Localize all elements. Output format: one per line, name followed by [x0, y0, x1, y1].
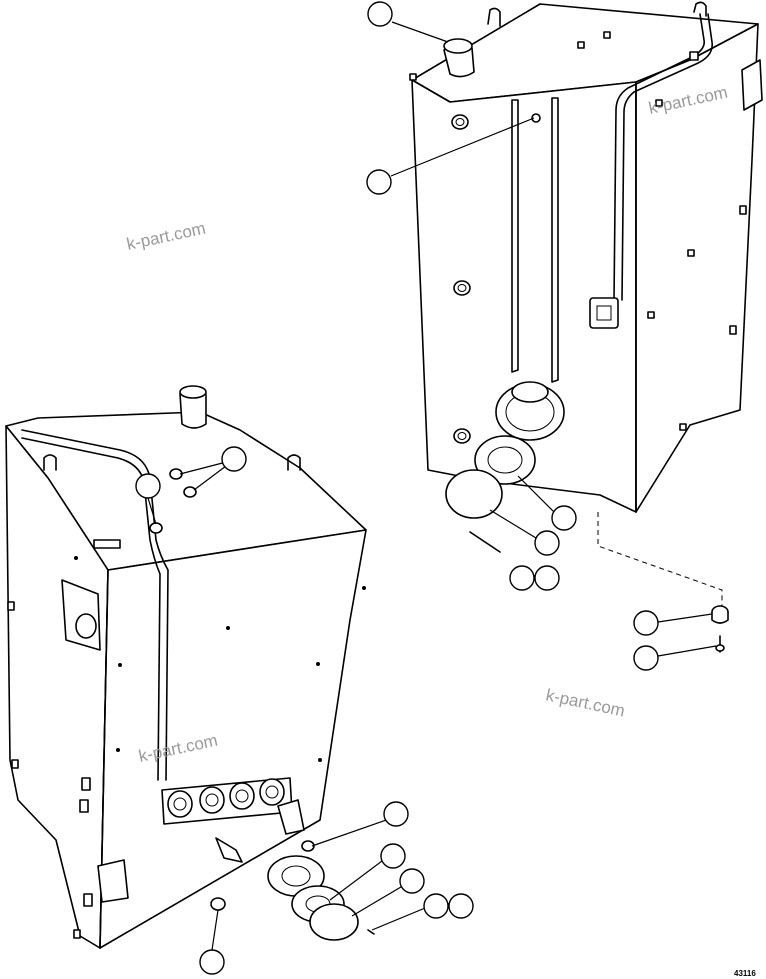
callout-16 [199, 949, 225, 975]
callout-13 [399, 868, 425, 894]
callout-1 [367, 1, 393, 27]
callout-leaders [147, 21, 717, 951]
upper-tank [409, 1, 763, 653]
callout-15 [448, 893, 474, 919]
watermark-3: k-part.com [544, 685, 626, 720]
callout-2 [366, 169, 392, 195]
callout-10 [135, 473, 161, 499]
callout-7 [633, 610, 659, 636]
callout-6 [534, 565, 560, 591]
callout-5 [509, 565, 535, 591]
watermark-2: k-part.com [125, 219, 207, 254]
callout-9 [221, 446, 247, 472]
callout-12 [380, 843, 406, 869]
drawing-number: 43116 [734, 969, 756, 978]
callout-bubbles [135, 1, 659, 975]
lower-tank [5, 385, 375, 949]
callout-11 [383, 801, 409, 827]
callout-3 [551, 505, 577, 531]
callout-14 [423, 893, 449, 919]
port-row [161, 777, 293, 825]
callout-8 [633, 645, 659, 671]
callout-4 [534, 530, 560, 556]
